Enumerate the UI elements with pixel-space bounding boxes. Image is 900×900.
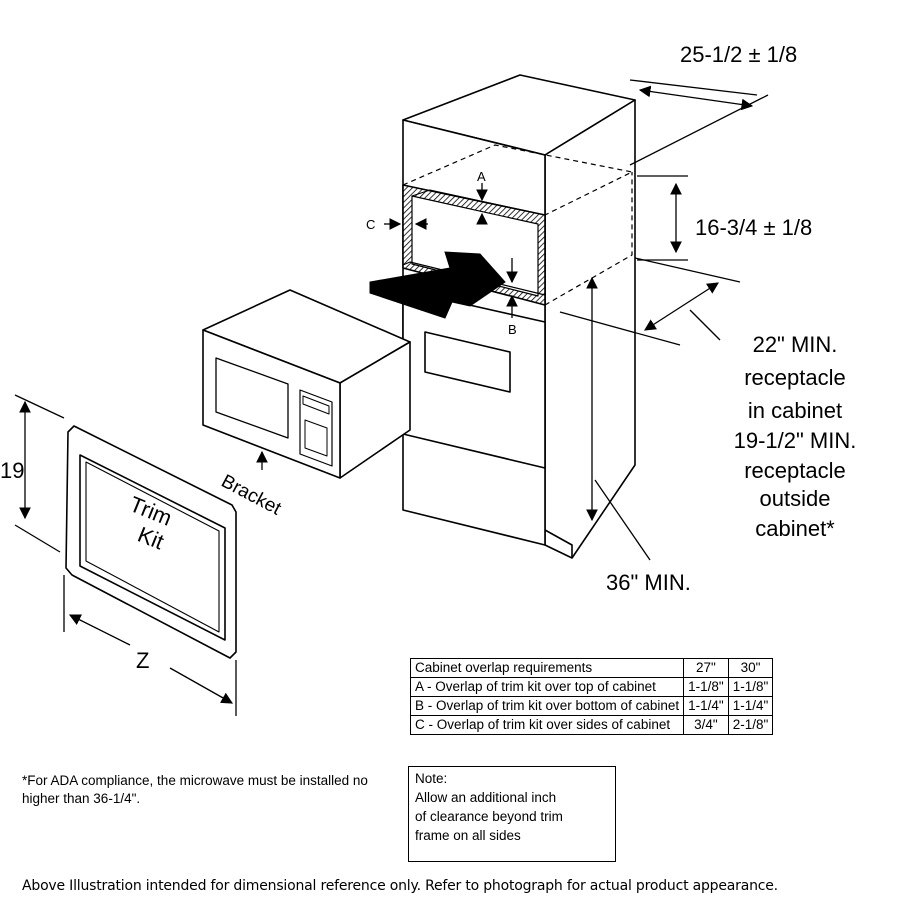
note-line: frame on all sides <box>415 828 521 843</box>
insertion-arrow <box>369 251 506 319</box>
ada-note: *For ADA compliance, the microwave must … <box>22 773 368 806</box>
label-c: C <box>366 217 375 232</box>
receptacle-line: receptacle <box>744 365 846 390</box>
width-dimension-label: 25-1/2 ± 1/8 <box>680 42 797 67</box>
cabinet <box>402 74 636 559</box>
table-row: C - Overlap of trim kit over sides of ca… <box>409 715 774 735</box>
receptacle-line: cabinet* <box>755 516 835 541</box>
receptacle-line: receptacle <box>744 458 846 483</box>
table-cell: C - Overlap of trim kit over sides of ca… <box>409 715 685 735</box>
overlap-table: Cabinet overlap requirements 27" 30" A -… <box>409 658 774 735</box>
table-cell: 1-1/4" <box>683 696 729 716</box>
receptacle-note: 22" MIN. receptacle in cabinet 19-1/2" M… <box>734 332 857 541</box>
receptacle-line: in cabinet <box>748 398 842 423</box>
table-header-cell: 27" <box>683 658 729 678</box>
note-title: Note: <box>415 771 448 786</box>
table-cell: 1-1/8" <box>683 677 729 697</box>
table-cell: B - Overlap of trim kit over bottom of c… <box>409 696 685 716</box>
table-row: B - Overlap of trim kit over bottom of c… <box>409 696 774 716</box>
footer-disclaimer: Above Illustration intended for dimensio… <box>22 878 778 894</box>
label-a: A <box>477 169 486 184</box>
table-cell: 1-1/8" <box>727 677 774 697</box>
trim-width-label: Z <box>136 648 149 673</box>
table-header-cell: 30" <box>727 658 774 678</box>
microwave <box>202 289 411 479</box>
receptacle-line: 19-1/2" MIN. <box>734 428 857 453</box>
table-cell: 3/4" <box>683 715 729 735</box>
table-cell: A - Overlap of trim kit over top of cabi… <box>409 677 685 697</box>
table-row: A - Overlap of trim kit over top of cabi… <box>409 677 774 697</box>
floor-min-label: 36" MIN. <box>606 570 691 595</box>
trim-kit <box>65 425 237 659</box>
dimension-lines <box>14 79 769 716</box>
table-cell: 1-1/4" <box>727 696 774 716</box>
clearance-note: Note: Allow an additional inch of cleara… <box>408 766 616 862</box>
note-line: of clearance beyond trim <box>415 809 563 824</box>
receptacle-line: 22" MIN. <box>753 332 838 357</box>
receptacle-line: outside <box>760 486 831 511</box>
table-cell: 2-1/8" <box>727 715 774 735</box>
height-dimension-label: 16-3/4 ± 1/8 <box>695 215 812 240</box>
trim-height-label: 19 <box>0 458 24 483</box>
table-header-row: Cabinet overlap requirements 27" 30" <box>409 658 774 678</box>
label-b: B <box>508 322 517 337</box>
table-header-cell: Cabinet overlap requirements <box>409 658 685 678</box>
note-line: Allow an additional inch <box>415 790 557 805</box>
